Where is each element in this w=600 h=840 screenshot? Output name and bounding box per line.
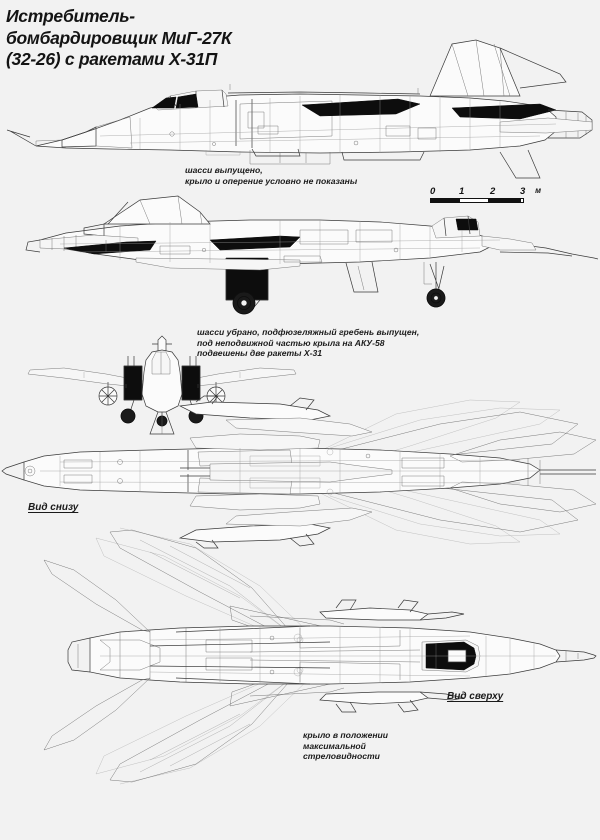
scale-segment-2-3: [488, 199, 522, 202]
scale-tick-2: 2: [490, 186, 496, 197]
note-gear-up: шасси убрано, подфюзеляжный гребень выпу…: [197, 327, 420, 359]
page-title: Истребитель- бомбардировщик МиГ-27К (32-…: [6, 6, 232, 69]
scale-bar-ticks: 0 1 2 3 м: [430, 186, 541, 197]
scale-segment-0-1: [431, 199, 460, 202]
note-gear-down: шасси выпущено, крыло и оперение условно…: [185, 165, 358, 186]
view-label-top: Вид сверху: [447, 691, 504, 702]
bottom-plan-view: [1, 395, 597, 549]
drawing-sheet: .l { fill:none; stroke:#3a3a3a; stroke-w…: [1, 6, 599, 785]
note-max-sweep: крыло в положении максимальной стреловид…: [303, 730, 389, 762]
scale-tick-3: 3: [520, 186, 526, 197]
top-plan-view: [43, 527, 597, 785]
scale-tick-1: 1: [459, 186, 465, 197]
view-label-bottom: Вид снизу: [28, 502, 79, 513]
side-view-gear-down: [25, 195, 599, 315]
scale-unit-label: м: [535, 186, 541, 195]
technical-drawing-artwork: .l { fill:none; stroke:#3a3a3a; stroke-w…: [1, 39, 599, 785]
side-view-clean: [6, 39, 593, 179]
scale-tick-0: 0: [430, 186, 436, 197]
front-view: [27, 335, 297, 435]
scale-bar-track: [430, 198, 524, 203]
scale-bar: 0 1 2 3 м: [430, 186, 541, 206]
